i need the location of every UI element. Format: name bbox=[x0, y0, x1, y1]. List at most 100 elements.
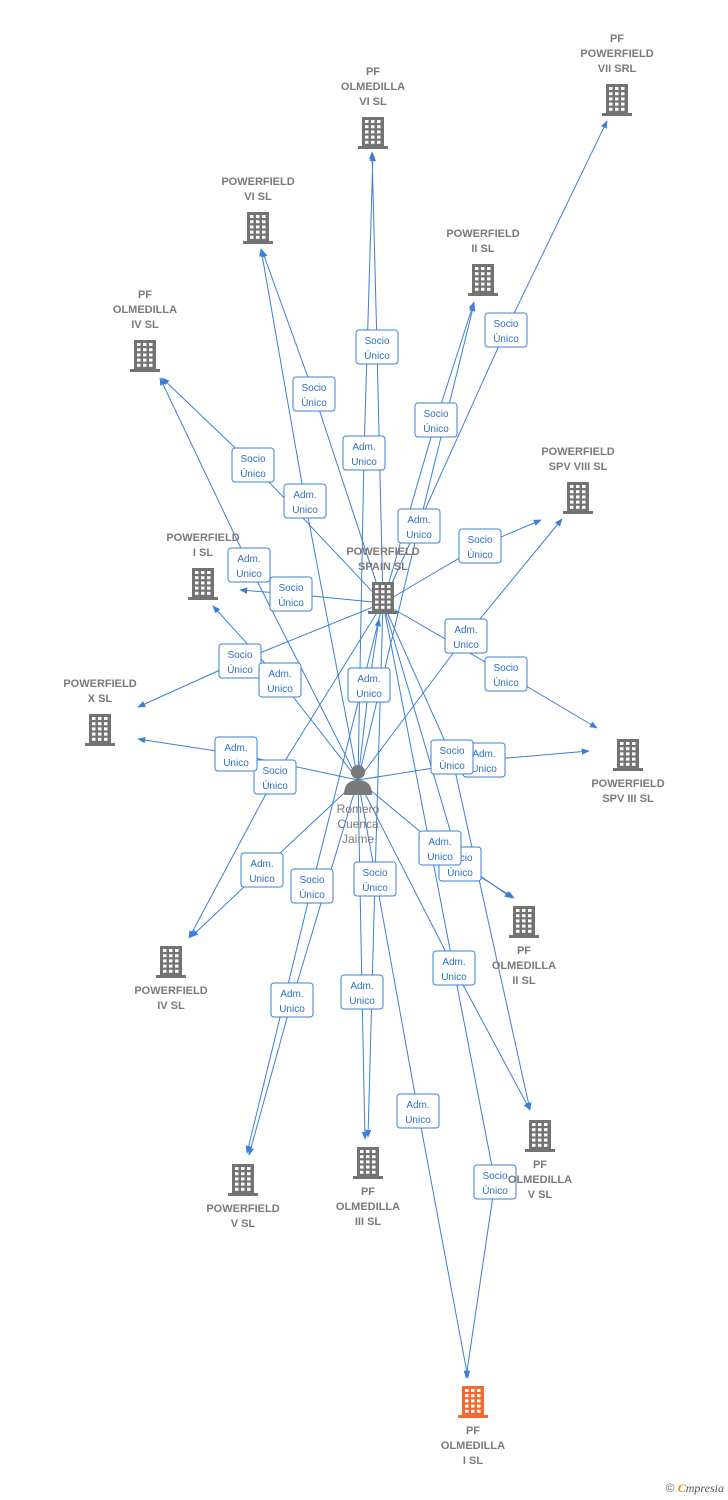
edge-label[interactable]: Adm.Unico bbox=[432, 950, 476, 986]
edge-label-box bbox=[258, 662, 302, 698]
edge-label-text: Adm. bbox=[352, 442, 375, 453]
edge-label-text: Único bbox=[423, 422, 449, 435]
edge-label[interactable]: Adm.Unico bbox=[214, 736, 258, 772]
company-name: V SL bbox=[528, 1189, 553, 1201]
edge-label-box bbox=[458, 528, 502, 564]
company-name: VI SL bbox=[359, 96, 387, 108]
company-name: SPV VIII SL bbox=[549, 461, 608, 473]
edge-label-text: Unico bbox=[441, 972, 467, 983]
building-icon bbox=[243, 212, 273, 244]
edge-label-text: Unico bbox=[267, 684, 293, 695]
edge-label-text: Adm. bbox=[237, 554, 260, 565]
edge-label-text: Socio bbox=[493, 319, 518, 330]
edge-label-text: Socio bbox=[439, 746, 464, 757]
edge-label-box bbox=[342, 435, 386, 471]
company-name: II SL bbox=[512, 975, 536, 987]
edge-label[interactable]: Adm.Unico bbox=[342, 435, 386, 471]
brand-logo[interactable]: Cmpresia bbox=[677, 1481, 724, 1495]
edge-label-box bbox=[353, 861, 397, 897]
edge-label[interactable]: Adm. Unico bbox=[227, 547, 271, 583]
edge-label-text: Socio bbox=[299, 875, 324, 886]
edge-label-text: Único bbox=[493, 676, 519, 689]
edge-label-box bbox=[414, 402, 458, 438]
building-icon bbox=[85, 714, 115, 746]
company-name: II SL bbox=[471, 243, 495, 255]
company-node[interactable]: PF OLMEDILLA V SL bbox=[508, 1120, 572, 1201]
edge-label-text: Único bbox=[482, 1184, 508, 1197]
edge-label-text: Adm. bbox=[280, 989, 303, 1000]
company-name: PF bbox=[366, 66, 380, 78]
edge-label-box bbox=[484, 656, 528, 692]
edge-label[interactable]: Adm.Unico bbox=[258, 662, 302, 698]
company-name: PF bbox=[361, 1186, 375, 1198]
edge-labels-layer: SocioÚnicoSocioÚnicoSocioÚnicoSocioÚnico… bbox=[214, 312, 528, 1200]
edge-label-text: Unico bbox=[236, 569, 262, 580]
company-name: PF bbox=[533, 1159, 547, 1171]
company-name: POWERFIELD bbox=[166, 532, 239, 544]
edge-label-box bbox=[484, 312, 528, 348]
company-name: PF bbox=[610, 33, 624, 45]
edge-label[interactable]: Adm.Unico bbox=[444, 618, 488, 654]
building-icon bbox=[130, 340, 160, 372]
building-icon bbox=[353, 1147, 383, 1179]
edge-label[interactable]: Adm.Unico bbox=[270, 982, 314, 1018]
edge-label[interactable]: Adm.Unico bbox=[283, 483, 327, 519]
edge-label-text: Socio bbox=[493, 663, 518, 674]
edge-label-box bbox=[444, 618, 488, 654]
person-name: Jaime bbox=[342, 832, 374, 846]
company-name: OLMEDILLA bbox=[508, 1174, 572, 1186]
company-name: PF bbox=[517, 945, 531, 957]
edge-label[interactable]: Adm.Unico bbox=[418, 830, 462, 866]
edge-label-text: Socio bbox=[240, 454, 265, 465]
building-icon bbox=[509, 906, 539, 938]
edge-label[interactable]: Adm.Unico bbox=[397, 508, 441, 544]
edge-label-text: Socio bbox=[482, 1171, 507, 1182]
company-name: I SL bbox=[463, 1455, 483, 1467]
edge-label[interactable]: Adm.Unico bbox=[240, 852, 284, 888]
building-icon bbox=[563, 482, 593, 514]
edge-label[interactable]: Adm.Unico bbox=[340, 974, 384, 1010]
edge-label-box bbox=[396, 1093, 440, 1129]
edge-label-text: Unico bbox=[471, 764, 497, 775]
edge-label[interactable]: Adm.Unico bbox=[396, 1093, 440, 1129]
company-name: POWERFIELD bbox=[580, 48, 653, 60]
edge-label-box bbox=[473, 1164, 517, 1200]
company-name: V SL bbox=[231, 1218, 256, 1230]
edge-label-text: Adm. bbox=[406, 1100, 429, 1111]
edge-label-text: Adm. bbox=[224, 743, 247, 754]
company-name: POWERFIELD bbox=[591, 778, 664, 790]
edge-label-text: Único bbox=[364, 349, 390, 362]
company-name: PF bbox=[466, 1425, 480, 1437]
edge-label[interactable]: Adm.Unico bbox=[347, 667, 391, 703]
